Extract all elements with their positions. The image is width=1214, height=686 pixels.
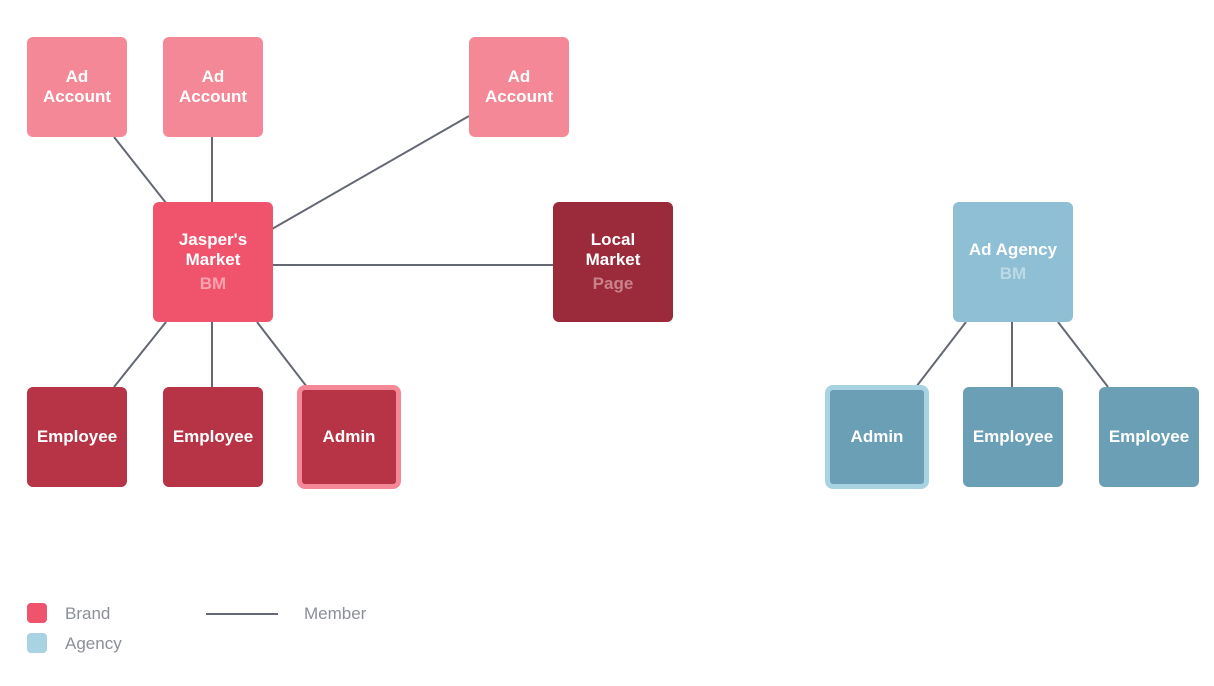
legend-member-line (206, 613, 278, 615)
legend-brand-swatch (27, 603, 47, 623)
node-label: Employee (172, 427, 254, 446)
brand-bm-node[interactable]: Jasper's Market BM (153, 202, 273, 322)
ad-account-node[interactable]: Ad Account (469, 37, 569, 137)
node-label: Jasper's Market (178, 230, 248, 269)
node-label: Ad Account (179, 67, 247, 106)
node-label: Admin (850, 427, 904, 446)
node-label: Employee (1108, 427, 1190, 446)
admin-node[interactable]: Admin (825, 385, 929, 489)
node-label: Ad Account (485, 67, 553, 106)
legend-brand-label: Brand (65, 604, 111, 623)
node-label: Employee (972, 427, 1054, 446)
node-label: Local Market (585, 230, 641, 269)
legend-agency-swatch (27, 633, 47, 653)
employee-node[interactable]: Employee (163, 387, 263, 487)
legend-member-label: Member (304, 604, 367, 623)
ad-account-node[interactable]: Ad Account (27, 37, 127, 137)
node-type-label: BM (999, 264, 1027, 283)
node-label: Admin (322, 427, 376, 446)
node-label: Ad Account (43, 67, 111, 106)
connector-agency-employee-2 (1057, 321, 1109, 388)
admin-node[interactable]: Admin (297, 385, 401, 489)
connector-employee-1 (113, 321, 167, 388)
node-label: Employee (36, 427, 118, 446)
connector-ad-account-3 (271, 115, 470, 230)
node-type-label: BM (199, 274, 227, 293)
employee-node[interactable]: Employee (963, 387, 1063, 487)
ad-account-node[interactable]: Ad Account (163, 37, 263, 137)
employee-node[interactable]: Employee (1099, 387, 1199, 487)
connector-admin (256, 321, 308, 388)
legend-agency-label: Agency (65, 634, 122, 653)
connector-ad-account-1 (113, 136, 167, 204)
node-type-label: Page (592, 274, 634, 293)
agency-bm-node[interactable]: Ad Agency BM (953, 202, 1073, 322)
node-label: Ad Agency (968, 240, 1058, 259)
page-node[interactable]: Local Market Page (553, 202, 673, 322)
employee-node[interactable]: Employee (27, 387, 127, 487)
connector-agency-admin (915, 321, 967, 388)
